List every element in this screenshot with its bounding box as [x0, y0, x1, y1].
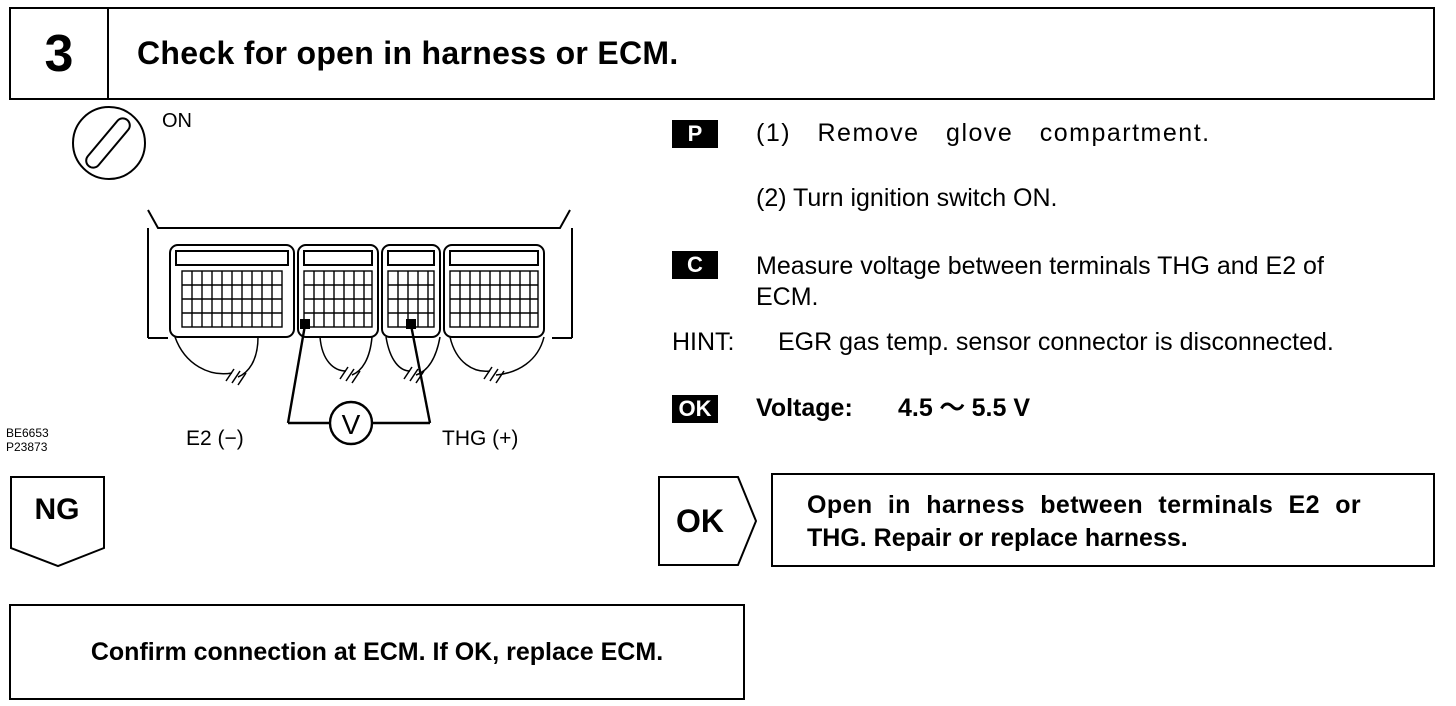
prep-step-2: (2) Turn ignition switch ON.: [756, 184, 1058, 212]
spec-label: Voltage:: [756, 394, 853, 422]
figure-code-1: BE6653: [6, 426, 49, 440]
hint-text: EGR gas temp. sensor connector is discon…: [778, 328, 1334, 356]
hint-label: HINT:: [672, 328, 735, 356]
prep-badge: P: [672, 120, 718, 148]
ecm-connectors: [169, 244, 545, 338]
figure-code-2: P23873: [6, 440, 48, 454]
ecm-connector-diagram: ON: [6, 106, 573, 454]
ok-result-line-1: Open in harness between terminals E2 or: [807, 491, 1362, 519]
voltmeter-symbol: V: [342, 409, 361, 440]
connector-pin-grid: [181, 270, 539, 328]
ok-result-box: Open in harness between terminals E2 or …: [771, 473, 1435, 567]
ng-branch-label: NG: [34, 493, 80, 526]
ok-branch-label: OK: [676, 502, 724, 539]
check-badge: C: [672, 251, 718, 279]
e2-terminal-label: E2 (−): [186, 427, 244, 450]
ok-spec-badge: OK: [672, 395, 718, 423]
thg-terminal-label: THG (+): [442, 427, 518, 450]
step-number: 3: [11, 9, 109, 98]
ignition-switch-icon: [72, 106, 146, 180]
harness-wires: [174, 336, 545, 386]
ng-result-box: Confirm connection at ECM. If OK, replac…: [9, 604, 745, 700]
ignition-on-label: ON: [162, 110, 192, 132]
check-line-2: ECM.: [756, 283, 819, 311]
ok-arrow-shape: [658, 476, 758, 566]
spec-value: 4.5 〜 5.5 V: [898, 394, 1031, 422]
e2-terminal: [300, 319, 310, 329]
ecm-housing: [147, 209, 573, 339]
ok-result-line-2: THG. Repair or replace harness.: [807, 524, 1188, 552]
voltmeter-probes: [286, 324, 432, 425]
voltmeter-icon: [328, 400, 374, 446]
check-line-1: Measure voltage between terminals THG an…: [756, 252, 1324, 280]
ng-arrow-shape: [10, 476, 105, 568]
thg-terminal: [406, 319, 416, 329]
step-title: Check for open in harness or ECM.: [137, 35, 679, 71]
prep-step-1: (1) Remove glove compartment.: [756, 119, 1211, 147]
step-header: 3 Check for open in harness or ECM.: [9, 7, 1435, 100]
